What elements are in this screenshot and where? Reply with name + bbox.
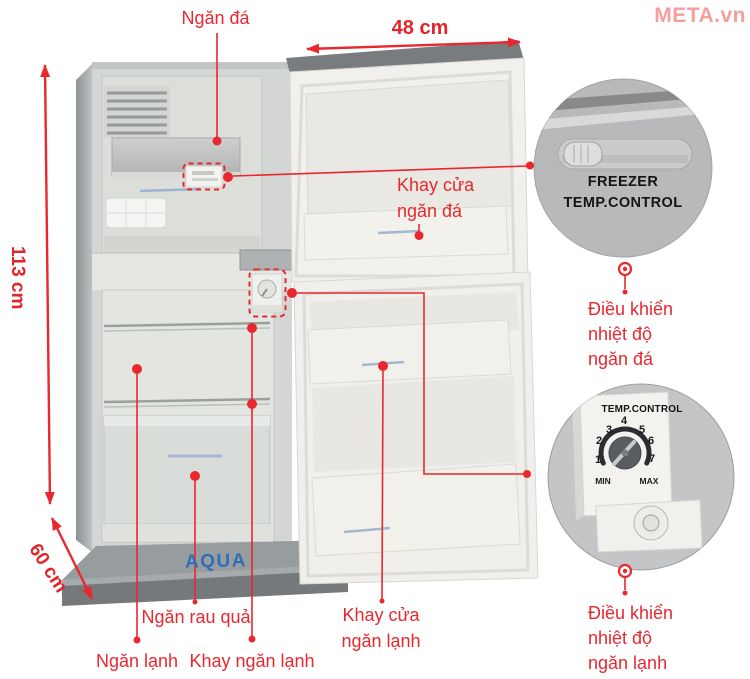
label-cooling-compartment: Ngăn lạnh bbox=[95, 651, 179, 671]
dim-width-label: 48 cm bbox=[391, 17, 449, 39]
callout-text-line: TEMP.CONTROL bbox=[563, 195, 683, 211]
fridge-cabinet bbox=[76, 62, 293, 552]
callout-freezer-text: FREEZER TEMP.CONTROL bbox=[543, 172, 703, 214]
caption-line: nhiệt độ bbox=[588, 628, 653, 648]
caption-line: ngăn lạnh bbox=[588, 653, 668, 673]
fridge-interior bbox=[101, 273, 283, 543]
dial-number-5: 5 bbox=[638, 424, 646, 436]
caption-line: Điều khiển bbox=[588, 603, 674, 623]
callout-text-line: FREEZER bbox=[587, 174, 659, 190]
label-line: ngăn đá bbox=[397, 201, 463, 221]
dial-number-1: 1 bbox=[594, 454, 602, 466]
dial-max-label: MAX bbox=[639, 476, 659, 486]
dial-number-2: 2 bbox=[595, 435, 603, 447]
dial-min-label: MIN bbox=[595, 476, 611, 486]
label-freezer-compartment: Ngăn đá bbox=[181, 8, 250, 28]
label-line: ngăn lạnh bbox=[341, 631, 421, 651]
dial-number-6: 6 bbox=[647, 435, 655, 447]
fridge-base bbox=[62, 540, 348, 606]
callout-dial-title: TEMP.CONTROL bbox=[601, 404, 683, 415]
width-arrow bbox=[306, 37, 521, 54]
label-line: Khay cửa bbox=[342, 605, 420, 625]
fridge-door bbox=[293, 271, 539, 585]
dim-height-label: 113 cm bbox=[7, 246, 28, 310]
freezer-interior bbox=[101, 75, 263, 253]
label-line: Khay cửa bbox=[397, 175, 475, 195]
caption-fridge-temp-control: Điều khiển nhiệt độ ngăn lạnh bbox=[588, 601, 698, 676]
label-cooling-shelf: Khay ngăn lạnh bbox=[189, 651, 315, 671]
height-arrow bbox=[40, 64, 55, 505]
label-freezer-door-tray: Khay cửa ngăn đá bbox=[397, 172, 489, 224]
label-crisper: Ngăn rau quả bbox=[141, 607, 251, 627]
callout-circle-freezer bbox=[533, 78, 713, 258]
dial-number-3: 3 bbox=[605, 424, 613, 436]
annotation-lines bbox=[40, 33, 633, 644]
caption-line: ngăn đá bbox=[588, 349, 654, 369]
caption-freezer-temp-control: Điều khiển nhiệt độ ngăn đá bbox=[588, 297, 698, 372]
brand-logo: AQUA bbox=[184, 550, 248, 573]
depth-arrow bbox=[50, 517, 94, 600]
caption-line: Điều khiển bbox=[588, 299, 674, 319]
label-fridge-door-tray: Khay cửa ngăn lạnh bbox=[330, 602, 432, 654]
dial-number-4: 4 bbox=[620, 415, 628, 427]
meta-vn-watermark: META.vn bbox=[654, 4, 746, 27]
freezer-door bbox=[286, 40, 529, 285]
dial-number-7: 7 bbox=[648, 453, 656, 465]
caption-line: nhiệt độ bbox=[588, 324, 653, 344]
